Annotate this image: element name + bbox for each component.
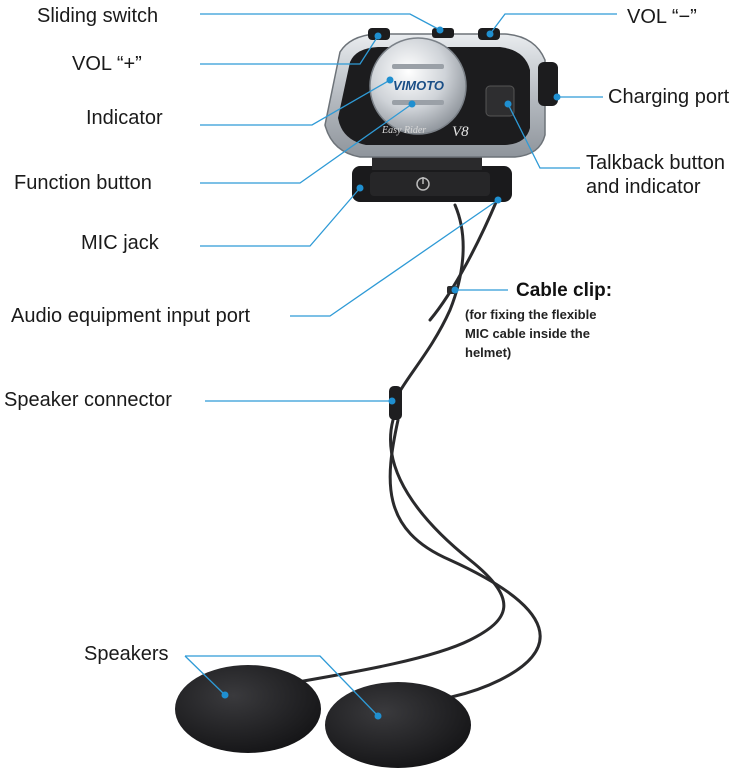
model-badge: V8 — [452, 124, 469, 140]
leader-vol-minus — [489, 13, 617, 35]
leader-speakers-2 — [185, 655, 379, 717]
leader-vol-plus — [200, 35, 379, 65]
leader-sliding-switch — [200, 13, 441, 31]
mount-base — [352, 150, 512, 202]
speaker-pads — [175, 665, 471, 768]
model-text: Easy Rider — [381, 125, 426, 136]
cables — [253, 198, 542, 708]
label-speaker-connector: Speaker connector — [4, 389, 172, 411]
label-vol-plus: VOL “+” — [72, 53, 142, 75]
mic-cable — [394, 203, 465, 400]
label-talkback-line1: Talkback button — [586, 152, 725, 174]
label-audio-input-port: Audio equipment input port — [11, 305, 251, 327]
charging-port-cover — [538, 62, 558, 106]
function-button-dome — [369, 37, 467, 135]
label-charging-port: Charging port — [608, 86, 730, 108]
leader-talkback — [507, 103, 580, 169]
speaker-connector-part — [389, 386, 402, 420]
cable-clip-line1: (for fixing the flexible — [465, 307, 597, 322]
leader-function-button — [200, 103, 413, 184]
brand-text: VIMOTO — [393, 78, 444, 93]
leader-speakers — [184, 655, 226, 696]
cable-clip-line2: MIC cable inside the — [465, 326, 590, 341]
label-vol-minus: VOL “−” — [627, 6, 697, 28]
leader-lines — [184, 13, 617, 717]
label-indicator: Indicator — [86, 107, 163, 129]
speaker-cable-left — [253, 418, 506, 692]
label-talkback-line2: and indicator — [586, 176, 701, 198]
label-sliding-switch: Sliding switch — [37, 5, 159, 27]
audio-cable — [428, 198, 499, 322]
leader-dots — [221, 26, 561, 720]
label-speakers: Speakers — [84, 643, 169, 665]
leader-indicator — [200, 79, 391, 126]
speaker-cable-right — [388, 418, 542, 708]
cable-clip-title: Cable clip: — [516, 280, 613, 301]
label-mic-jack: MIC jack — [81, 232, 159, 254]
cable-clip-line3: helmet) — [465, 345, 512, 360]
talkback-button — [485, 85, 515, 117]
label-function-button: Function button — [14, 172, 152, 194]
speaker-left — [175, 665, 321, 753]
speaker-right — [325, 682, 471, 768]
leader-mic-jack — [200, 187, 361, 247]
leader-audio-input — [290, 199, 499, 317]
